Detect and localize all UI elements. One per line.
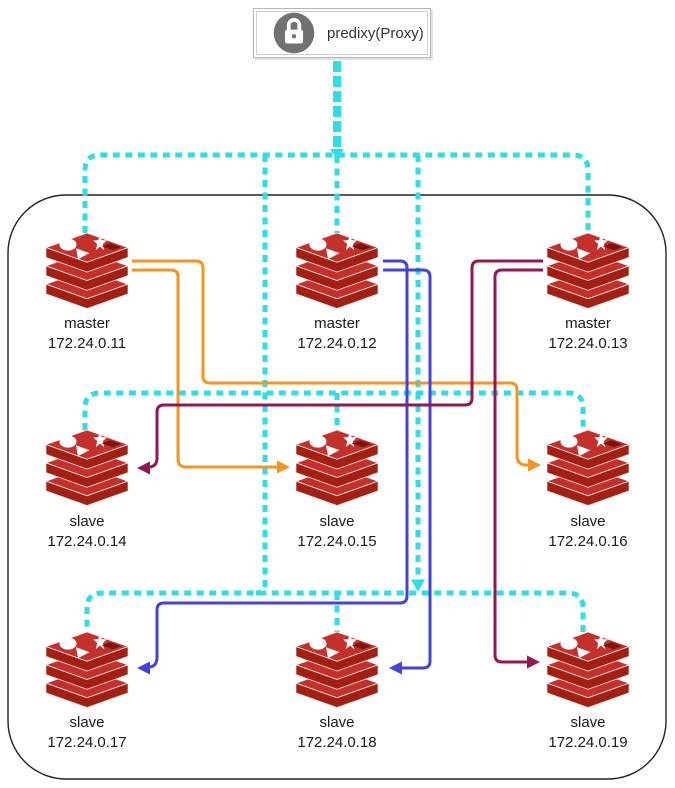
arrow-into-slave-17 <box>137 661 150 675</box>
replication-link-11-to-15 <box>132 268 277 469</box>
node-ip: 172.24.0.11 <box>47 335 127 352</box>
node-ip: 172.24.0.16 <box>548 533 628 550</box>
node-role: slave <box>69 513 105 530</box>
proxy-vertical-left <box>255 155 268 596</box>
node-ip: 172.24.0.15 <box>297 533 377 550</box>
replication-links-master-11 <box>132 259 541 474</box>
node-ip: 172.24.0.13 <box>548 335 628 352</box>
node-label-slave-16: slave 172.24.0.16 <box>548 512 627 552</box>
arrow-into-slave-15 <box>277 460 290 474</box>
node-role: slave <box>69 714 105 731</box>
node-label-slave-19: slave 172.24.0.19 <box>548 713 627 753</box>
redis-node-icons <box>45 232 630 709</box>
node-ip: 172.24.0.18 <box>297 734 377 751</box>
proxy-trunk-fork <box>330 149 344 159</box>
node-label-master-13: master 172.24.0.13 <box>548 314 627 354</box>
arrow-into-slave-18 <box>389 661 402 675</box>
replication-link-11-to-16 <box>132 259 528 467</box>
redis-icon-slave-16 <box>546 429 630 507</box>
node-role: slave <box>319 513 355 530</box>
arrow-into-slave-19 <box>527 655 540 669</box>
lock-icon <box>273 12 315 54</box>
arrow-into-slave-14 <box>137 461 150 475</box>
node-label-slave-17: slave 172.24.0.17 <box>47 713 126 753</box>
replication-links-master-13 <box>137 259 543 669</box>
proxy-label: predixy(Proxy) <box>327 24 424 42</box>
redis-icon-slave-18 <box>295 631 379 709</box>
node-label-slave-15: slave 172.24.0.15 <box>297 512 376 552</box>
replication-link-12-to-17 <box>149 259 409 669</box>
proxy-node: predixy(Proxy) <box>253 8 431 58</box>
node-label-slave-14: slave 172.24.0.14 <box>47 512 126 552</box>
redis-icon-slave-14 <box>45 429 129 507</box>
node-ip: 172.24.0.19 <box>548 734 628 751</box>
node-role: master <box>565 315 611 332</box>
redis-icon-master-11 <box>45 232 129 310</box>
replication-links-master-12 <box>137 259 432 675</box>
node-ip: 172.24.0.17 <box>47 734 127 751</box>
node-label-master-12: master 172.24.0.12 <box>297 314 376 354</box>
redis-icon-master-12 <box>295 232 379 310</box>
node-ip: 172.24.0.14 <box>47 533 127 550</box>
node-role: slave <box>570 513 606 530</box>
node-role: master <box>314 315 360 332</box>
arrow-into-slave-16 <box>528 458 541 472</box>
proxy-arrow-down <box>411 579 425 592</box>
replication-link-12-to-18 <box>383 268 432 670</box>
redis-icon-slave-19 <box>546 631 630 709</box>
node-label-slave-18: slave 172.24.0.18 <box>297 713 376 753</box>
node-role: slave <box>319 714 355 731</box>
redis-icon-master-13 <box>546 232 630 310</box>
proxy-spine-masters <box>82 152 591 233</box>
redis-icon-slave-15 <box>295 429 379 507</box>
node-ip: 172.24.0.12 <box>297 335 377 352</box>
replication-link-13-to-19 <box>493 268 543 664</box>
redis-icon-slave-17 <box>45 631 129 709</box>
node-role: slave <box>570 714 606 731</box>
node-label-master-11: master 172.24.0.11 <box>48 314 126 354</box>
node-role: master <box>64 315 110 332</box>
proxy-links-group <box>82 61 591 632</box>
replication-link-13-to-14 <box>149 259 543 469</box>
proxy-spine-slaves-mid <box>82 390 586 430</box>
